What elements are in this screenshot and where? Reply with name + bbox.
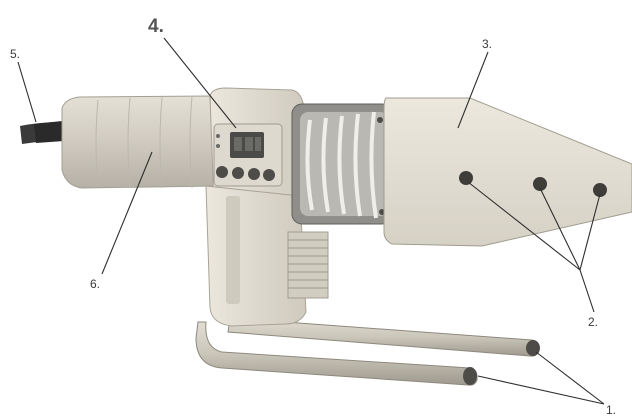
control-button bbox=[216, 166, 228, 178]
label-holes: 2. bbox=[588, 315, 598, 329]
label-display: 4. bbox=[148, 16, 164, 37]
control-button bbox=[232, 167, 244, 179]
control-button bbox=[248, 168, 260, 180]
heater-coil bbox=[291, 103, 393, 225]
control-button bbox=[263, 169, 275, 181]
control-panel bbox=[213, 123, 283, 187]
label-handle: 6. bbox=[90, 277, 100, 291]
leader-lines bbox=[17, 37, 605, 405]
plate-hole bbox=[459, 171, 473, 185]
label-stands: 1. bbox=[606, 403, 616, 417]
heating-plate bbox=[383, 97, 632, 247]
stand-rod-front bbox=[195, 321, 478, 386]
power-cable bbox=[20, 121, 64, 144]
label-cable: 5. bbox=[10, 47, 20, 61]
cooling-fins bbox=[287, 231, 329, 299]
plate-hole bbox=[533, 177, 547, 191]
stand-rod-back bbox=[227, 317, 540, 357]
plate-hole bbox=[593, 183, 607, 197]
label-heating-plate: 3. bbox=[482, 37, 492, 51]
handle bbox=[61, 95, 215, 189]
